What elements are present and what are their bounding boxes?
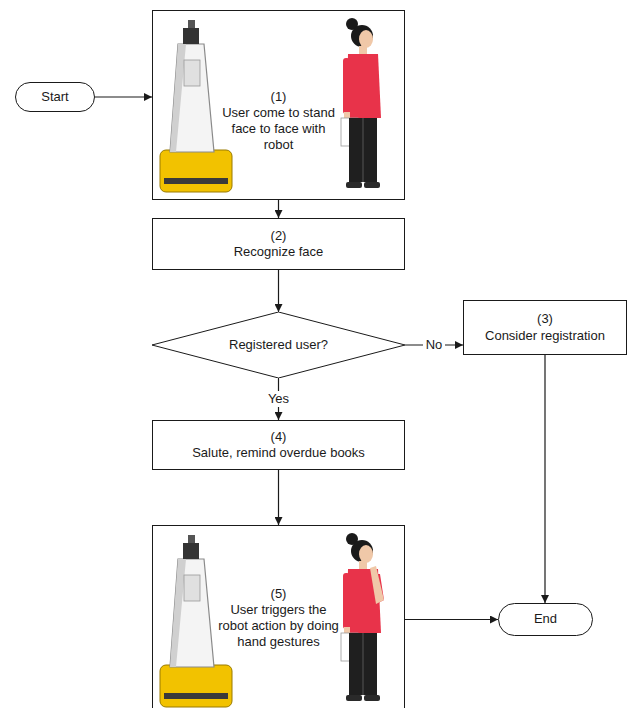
- flow-arrow: [278, 270, 279, 312]
- decision-diamond: Registered user?: [152, 312, 405, 378]
- step-number: (4): [271, 429, 287, 445]
- flow-arrow: [278, 200, 279, 218]
- step-number: (5): [271, 586, 287, 602]
- process-box: (3)Consider registration: [463, 300, 627, 355]
- node-text: Start: [41, 89, 68, 105]
- process-box: (4)Salute, remind overdue books: [152, 420, 405, 470]
- node-text: Registered user?: [229, 337, 328, 353]
- flow-arrow: [544, 355, 545, 603]
- photo-step-box: (1)User come to stand face to face with …: [152, 10, 405, 200]
- node-text: Salute, remind overdue books: [192, 445, 365, 461]
- step-number: (3): [537, 311, 553, 327]
- flow-arrow: [278, 470, 279, 525]
- edge-label: Yes: [265, 391, 292, 407]
- node-text: User triggers the robot action by doing …: [217, 602, 341, 651]
- edge-label: No: [423, 337, 446, 353]
- node-text: User come to stand face to face with rob…: [217, 105, 341, 154]
- user-figure: [341, 533, 384, 701]
- node-text: End: [534, 611, 557, 627]
- flow-arrow: [95, 96, 152, 97]
- user-figure: [341, 18, 381, 188]
- flow-arrow: [405, 619, 498, 620]
- step-number: (2): [271, 228, 287, 244]
- robot-figure: [160, 20, 232, 192]
- node-text: Consider registration: [485, 328, 605, 344]
- node-text: Recognize face: [234, 244, 324, 260]
- process-box: (2)Recognize face: [152, 218, 405, 270]
- step-number: (1): [271, 89, 287, 105]
- terminal-node: Start: [15, 82, 95, 112]
- photo-step-box: (5)User triggers the robot action by doi…: [152, 525, 405, 708]
- terminal-node: End: [498, 603, 593, 636]
